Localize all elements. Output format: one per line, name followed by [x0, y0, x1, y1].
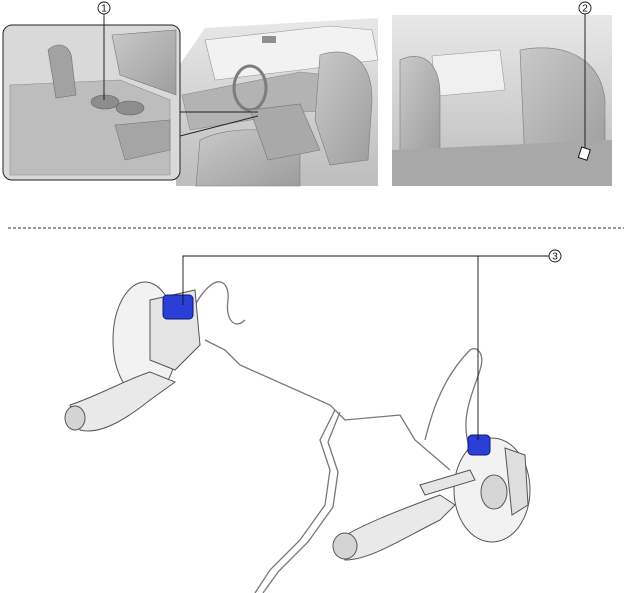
brake-line-main: [204, 339, 451, 471]
leader-line-3: [182, 255, 549, 305]
callout-2-label: 2: [582, 4, 588, 15]
right-hub: [480, 474, 508, 510]
left-wheel-assembly: [64, 281, 201, 432]
right-wheel-speed-sensor: [467, 434, 491, 456]
console-zoom-inset: [2, 24, 259, 181]
inset-shift-lever: [47, 44, 77, 99]
zoom-wedge: [179, 111, 259, 137]
rear-interior-view: [392, 15, 612, 186]
callout-1: 1: [97, 1, 111, 100]
right-caliper: [504, 447, 529, 516]
rear-seat-right: [519, 47, 606, 166]
center-console: [249, 103, 321, 161]
callout-3: 3: [182, 249, 562, 440]
right-lower-arm: [337, 494, 456, 561]
right-wheel-assembly: [332, 434, 531, 561]
brake-line-branch-2: [262, 411, 341, 593]
sensor-wire-left: [194, 281, 246, 325]
front-interior-view: [176, 18, 379, 187]
right-upper-link: [419, 469, 476, 496]
inset-armrest: [114, 119, 171, 161]
inset-seat-edge: [111, 29, 177, 96]
component-2-marker: [577, 146, 591, 161]
callout-1-circle: [97, 1, 111, 15]
rear-view-mirror: [262, 36, 276, 43]
left-lower-arm: [69, 371, 177, 432]
callout-3-circle: [548, 249, 562, 263]
sensor-wire-right: [424, 348, 483, 451]
rear-floor: [392, 140, 612, 186]
callout-2: 2: [578, 1, 592, 148]
brake-line-branch: [254, 409, 336, 593]
inset-cup-holder-2: [115, 100, 145, 116]
callout-1-label: 1: [101, 4, 107, 15]
left-arm-bushing: [64, 405, 86, 431]
rear-window: [431, 49, 506, 97]
left-wheel-speed-sensor: [162, 294, 194, 320]
rear-seat-left: [399, 56, 441, 156]
inset-cup-holder-1: [90, 94, 120, 110]
callout-3-label: 3: [552, 252, 558, 263]
brake-lines: [194, 281, 483, 593]
right-arm-bushing: [332, 532, 358, 560]
driver-seat: [314, 51, 373, 166]
callout-2-circle: [578, 1, 592, 15]
